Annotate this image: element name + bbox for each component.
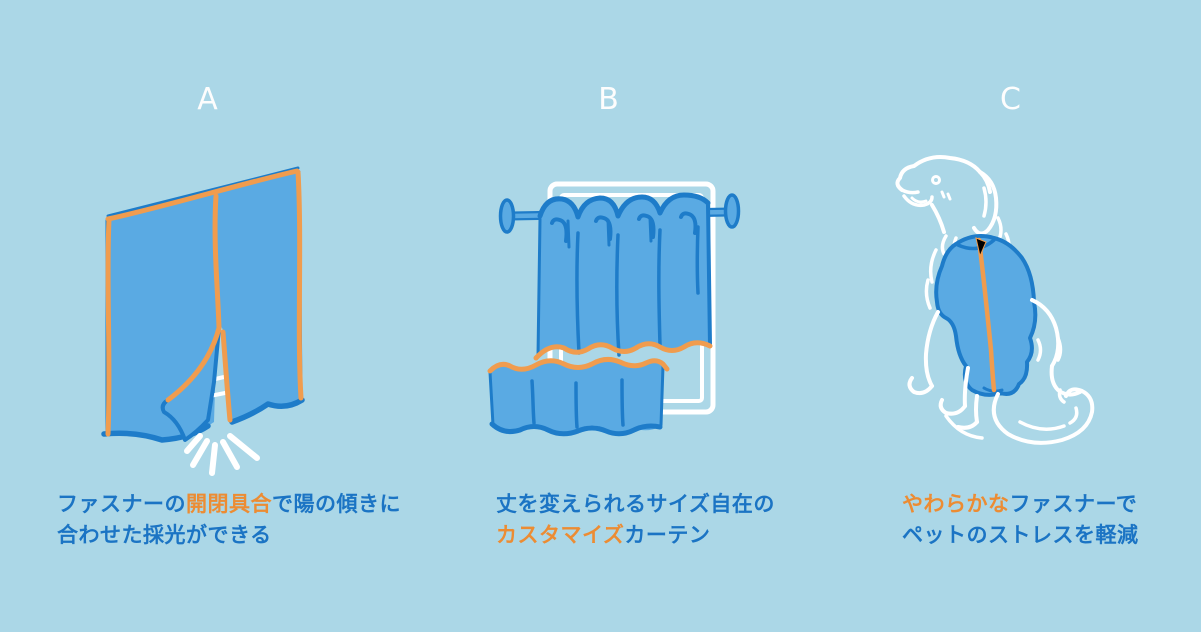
caption-segment: で陽の傾きに: [272, 493, 401, 516]
caption-segment-highlight: やわらかな: [902, 493, 1010, 516]
caption-segment-highlight: 開閉具合: [186, 493, 272, 516]
panel-b-label: B: [598, 82, 620, 117]
panel-c-caption: やわらかなファスナーで ペットのストレスを軽減: [902, 489, 1139, 551]
panel-a-caption: ファスナーの開閉具合で陽の傾きに 合わせた採光ができる: [57, 489, 401, 551]
caption-segment: カーテン: [624, 524, 711, 547]
caption-segment: ファスナーで: [1009, 493, 1138, 516]
caption-segment-highlight: カスタマイズ: [496, 524, 625, 547]
dog-in-garment-illustration: [895, 155, 1095, 445]
caption-line: 丈を変えられるサイズ自在の: [496, 489, 775, 520]
caption-line: やわらかなファスナーで: [902, 489, 1139, 520]
adjustable-curtain-illustration: [487, 181, 741, 437]
caption-segment: 丈を変えられるサイズ自在の: [496, 493, 775, 516]
caption-line: カスタマイズカーテン: [496, 520, 775, 551]
panel-b-caption: 丈を変えられるサイズ自在の カスタマイズカーテン: [496, 489, 775, 551]
panel-a-label: A: [197, 82, 219, 117]
caption-segment: ペットのストレスを軽減: [902, 524, 1139, 547]
caption-line: 合わせた採光ができる: [57, 520, 401, 551]
caption-segment: 合わせた採光ができる: [57, 524, 272, 547]
caption-line: ファスナーの開閉具合で陽の傾きに: [57, 489, 401, 520]
panel-c-label: C: [1000, 82, 1022, 117]
zipper-curtain-illustration: [101, 166, 305, 476]
caption-segment: ファスナーの: [57, 493, 186, 516]
caption-line: ペットのストレスを軽減: [902, 520, 1139, 551]
